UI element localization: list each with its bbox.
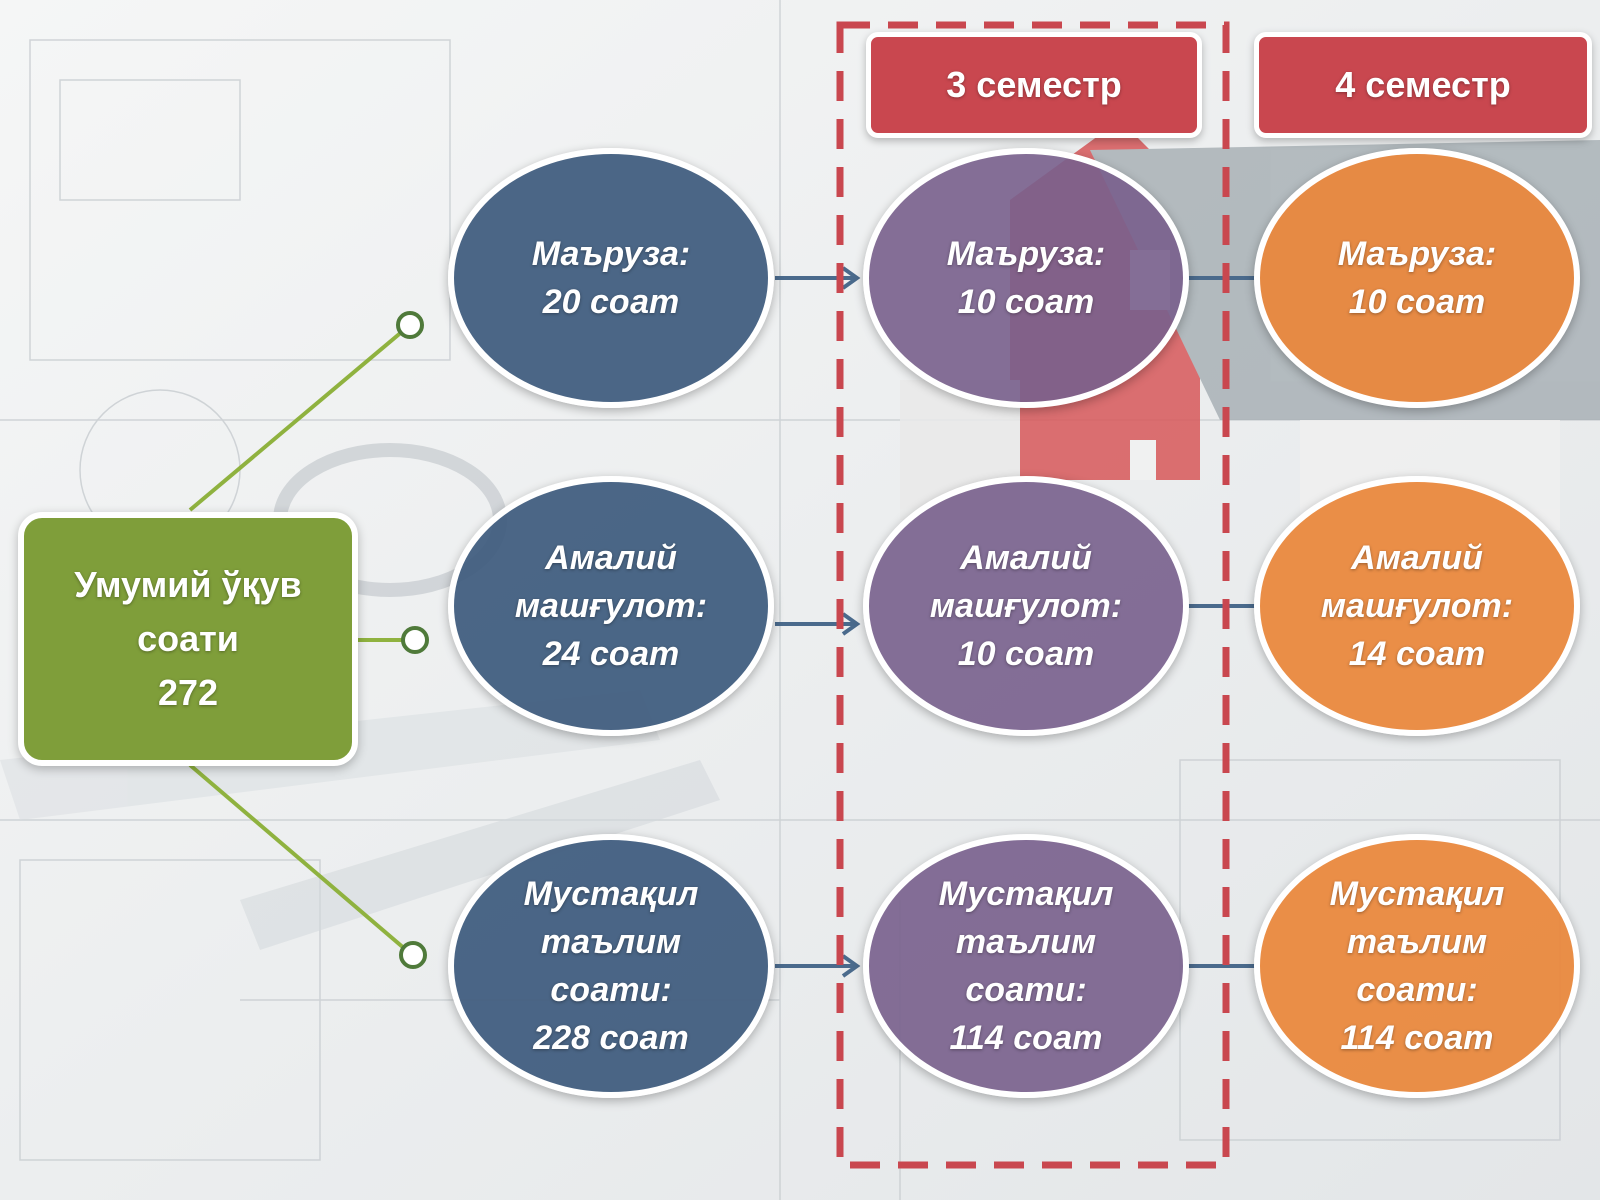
- semester3-independent-oval: Мустақил таълим соати: 114 соат: [863, 834, 1189, 1098]
- connector-total-independent: [188, 763, 414, 957]
- overall-lecture-oval: Маъруза: 20 соат: [448, 148, 774, 408]
- overall-practical-oval: Амалий машғулот: 24 соат: [448, 476, 774, 736]
- total-hours-box: Умумий ўқув соати 272: [18, 512, 358, 766]
- connector-node-practical: [401, 626, 429, 654]
- semester4-independent-oval: Мустақил таълим соати: 114 соат: [1254, 834, 1580, 1098]
- semester3-header: 3 семестр: [866, 32, 1202, 138]
- semester3-practical-oval: Амалий машғулот: 10 соат: [863, 476, 1189, 736]
- semester3-lecture-oval: Маъруза: 10 соат: [863, 148, 1189, 408]
- semester3-dashed-frame: [836, 21, 1230, 1169]
- connector-node-independent: [399, 941, 427, 969]
- connector-total-lecture: [188, 323, 412, 512]
- semester4-lecture-oval: Маъруза: 10 соат: [1254, 148, 1580, 408]
- semester4-practical-oval: Амалий машғулот: 14 соат: [1254, 476, 1580, 736]
- overall-independent-oval: Мустақил таълим соати: 228 соат: [448, 834, 774, 1098]
- connector-node-lecture: [396, 311, 424, 339]
- semester4-header: 4 семестр: [1254, 32, 1592, 138]
